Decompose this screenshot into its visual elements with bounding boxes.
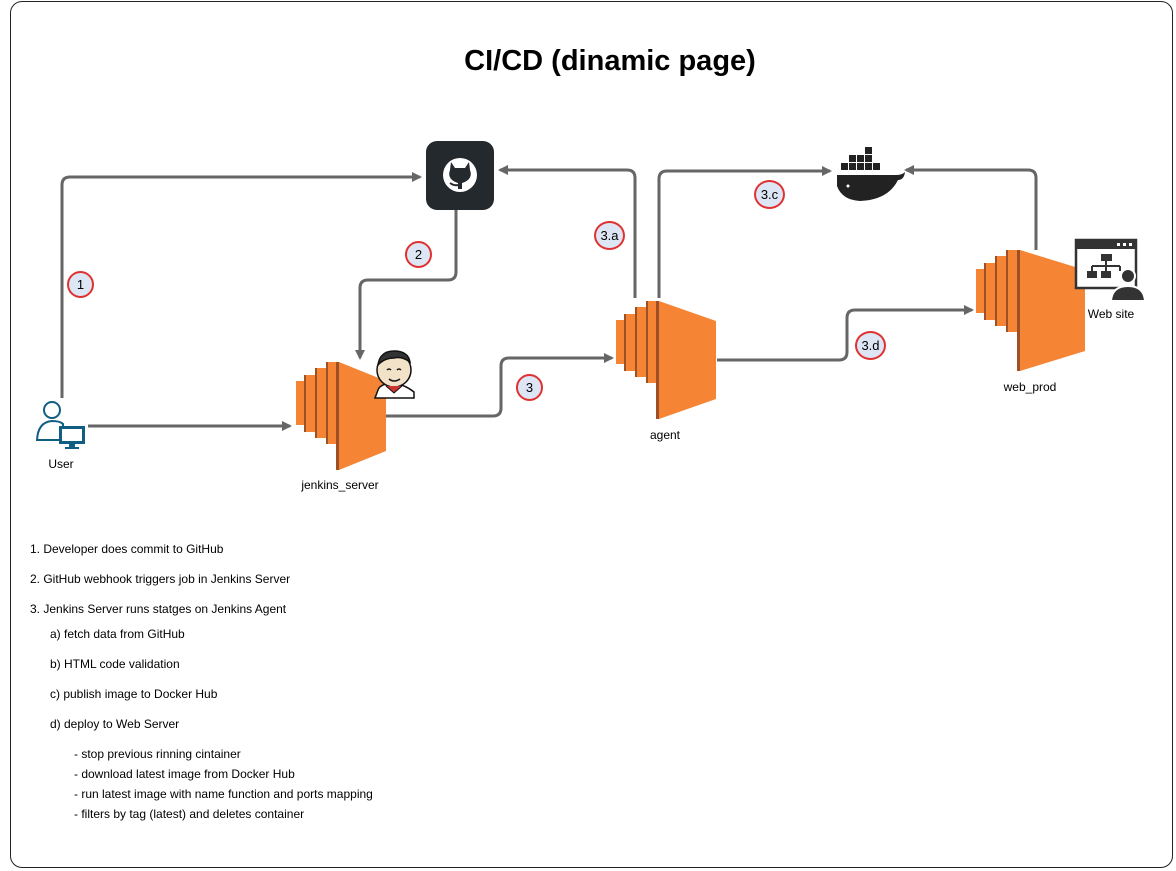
diagram-title: CI/CD (dinamic page) bbox=[464, 45, 756, 77]
step-badge-1: 1 bbox=[67, 271, 94, 298]
arrow-webprod-to-docker bbox=[904, 165, 1038, 250]
ec2-icon-agent bbox=[616, 301, 716, 419]
step-text-3: 3. Jenkins Server runs statges on Jenkin… bbox=[30, 602, 287, 616]
docker-icon bbox=[837, 147, 905, 201]
ec2-icon-jenkins-server bbox=[296, 362, 386, 470]
step-badge-3d: 3.d bbox=[855, 331, 886, 360]
user-icon bbox=[35, 401, 85, 449]
arrow-github-to-jenkins bbox=[355, 210, 458, 360]
step-badge-3a: 3.a bbox=[594, 221, 625, 250]
detail-text-2: - download latest image from Docker Hub bbox=[74, 767, 295, 781]
jenkins-icon bbox=[373, 350, 415, 399]
arrow-agent-to-webprod bbox=[717, 305, 974, 362]
github-icon bbox=[426, 141, 494, 210]
step-text-2: 2. GitHub webhook triggers job in Jenkin… bbox=[30, 572, 291, 586]
arrow-agent-to-docker bbox=[657, 166, 832, 298]
detail-text-1: - stop previous rinning cintainer bbox=[74, 747, 241, 761]
step-badge-3: 3 bbox=[516, 374, 543, 401]
step-badge-3c: 3.c bbox=[754, 180, 785, 209]
step-badge-2: 2 bbox=[405, 241, 432, 268]
jenkins-server-label: jenkins_server bbox=[301, 478, 379, 492]
arrow-agent-to-github bbox=[498, 165, 637, 298]
agent-label: agent bbox=[649, 428, 681, 442]
substep-text-d: d) deploy to Web Server bbox=[50, 717, 180, 731]
ec2-icon-web-prod bbox=[976, 250, 1085, 371]
substep-text-c: c) publish image to Docker Hub bbox=[50, 687, 218, 701]
website-label: Web site bbox=[1087, 307, 1135, 321]
detail-text-3: - run latest image with name function an… bbox=[74, 787, 373, 801]
substep-text-a: a) fetch data from GitHub bbox=[50, 627, 185, 641]
detail-text-4: - filters by tag (latest) and deletes co… bbox=[74, 807, 305, 821]
arrow-user-to-github bbox=[60, 172, 422, 398]
user-label: User bbox=[48, 457, 74, 471]
website-icon bbox=[1074, 238, 1147, 302]
substep-text-b: b) HTML code validation bbox=[50, 657, 180, 671]
diagram-frame bbox=[10, 1, 1173, 868]
step-text-1: 1. Developer does commit to GitHub bbox=[30, 542, 224, 556]
web-prod-label: web_prod bbox=[1003, 380, 1057, 394]
arrow-jenkins-to-agent bbox=[386, 353, 614, 418]
